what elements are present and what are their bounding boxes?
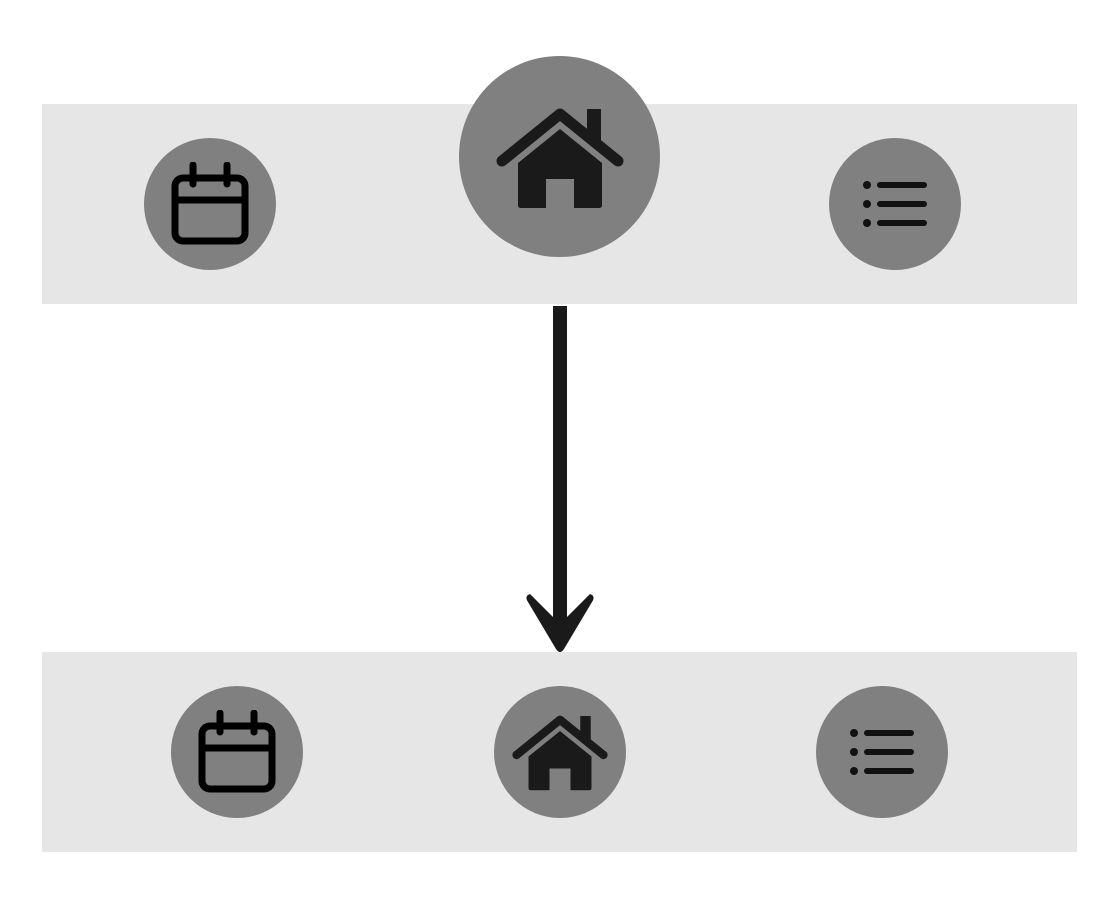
- calendar-icon: [171, 162, 249, 245]
- home-icon: [496, 108, 623, 208]
- calendar-button[interactable]: [144, 138, 276, 270]
- list-icon: [850, 729, 914, 775]
- list-button[interactable]: [816, 686, 948, 818]
- calendar-button[interactable]: [171, 686, 303, 818]
- list-button[interactable]: [829, 138, 961, 270]
- home-icon: [512, 715, 608, 791]
- calendar-icon: [198, 710, 276, 793]
- down-arrow: [526, 306, 594, 652]
- list-icon: [863, 181, 927, 227]
- home-button-active[interactable]: [459, 56, 660, 257]
- home-button[interactable]: [494, 686, 626, 818]
